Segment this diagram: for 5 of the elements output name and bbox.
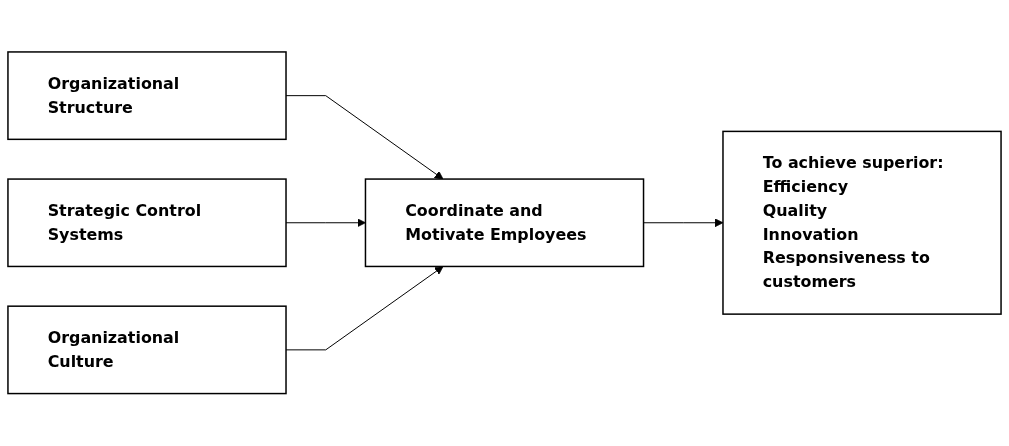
node-box: Coordinate and Motivate Employees bbox=[364, 178, 645, 268]
node-box: Organizational Structure bbox=[7, 51, 287, 141]
node-box: Strategic Control Systems bbox=[7, 178, 287, 268]
node-box: Organizational Culture bbox=[7, 305, 287, 395]
node-box: To achieve superior: Efficiency Quality Innovation Responsiveness to customers bbox=[722, 130, 1002, 316]
